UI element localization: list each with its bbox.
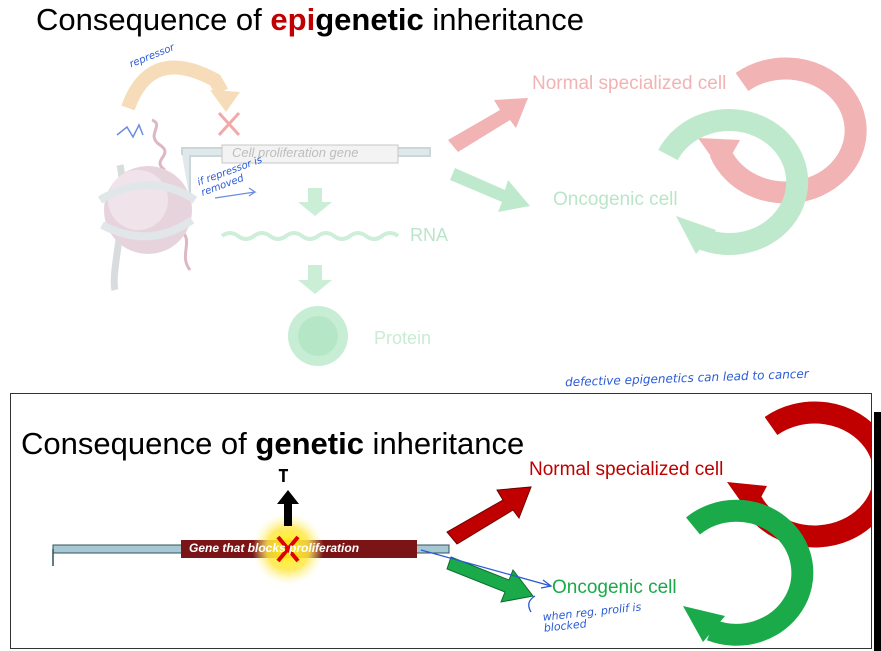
protein-label: Protein <box>374 328 432 348</box>
dna-strand <box>181 147 431 200</box>
blocked-x-icon <box>217 111 241 137</box>
right-edge-bar <box>874 412 881 651</box>
transcription-arrow <box>298 188 332 216</box>
gene-that-blocks-proliferation-label: Gene that blocks proliferation <box>189 541 360 555</box>
oncogenic-cycle-arrow <box>686 499 814 646</box>
cell-proliferation-gene-label: Cell proliferation gene <box>232 145 359 160</box>
cell-proliferation-gene-box <box>221 144 399 164</box>
top-normal-cell-label: Normal specialized cell <box>532 73 727 94</box>
normal-cycle-arrow <box>709 57 867 204</box>
mutation-x-icon <box>276 535 300 563</box>
rna-label: RNA <box>410 225 449 245</box>
genetic-panel: Consequence of genetic inheritance <box>10 393 872 649</box>
repressor-arrow <box>121 60 229 111</box>
oncogenic-branch-arrow <box>446 556 534 603</box>
epigenetic-diagram <box>97 57 867 366</box>
normal-specialized-cell-label: Normal specialized cell <box>529 459 724 480</box>
mutation-letter: T <box>278 466 289 487</box>
epigenetic-title: Consequence of epigenetic inheritance <box>36 2 585 37</box>
oncogenic-cell-label: Oncogenic cell <box>552 577 677 598</box>
oncogenic-cycle-arrow <box>658 109 809 255</box>
oncogenic-branch-arrow <box>450 168 530 212</box>
translation-arrow <box>298 265 332 294</box>
top-oncogenic-cell-label: Oncogenic cell <box>553 189 678 210</box>
normal-branch-arrow <box>448 98 528 152</box>
repressor-arrow-head <box>210 90 240 112</box>
annotation-arrow <box>420 549 553 589</box>
genetic-diagram <box>52 401 871 646</box>
rna-wave <box>220 231 400 241</box>
genetic-title: Consequence of genetic inheritance <box>21 426 525 461</box>
normal-branch-arrow <box>446 486 532 545</box>
mutation-arrow-icon <box>277 490 299 504</box>
